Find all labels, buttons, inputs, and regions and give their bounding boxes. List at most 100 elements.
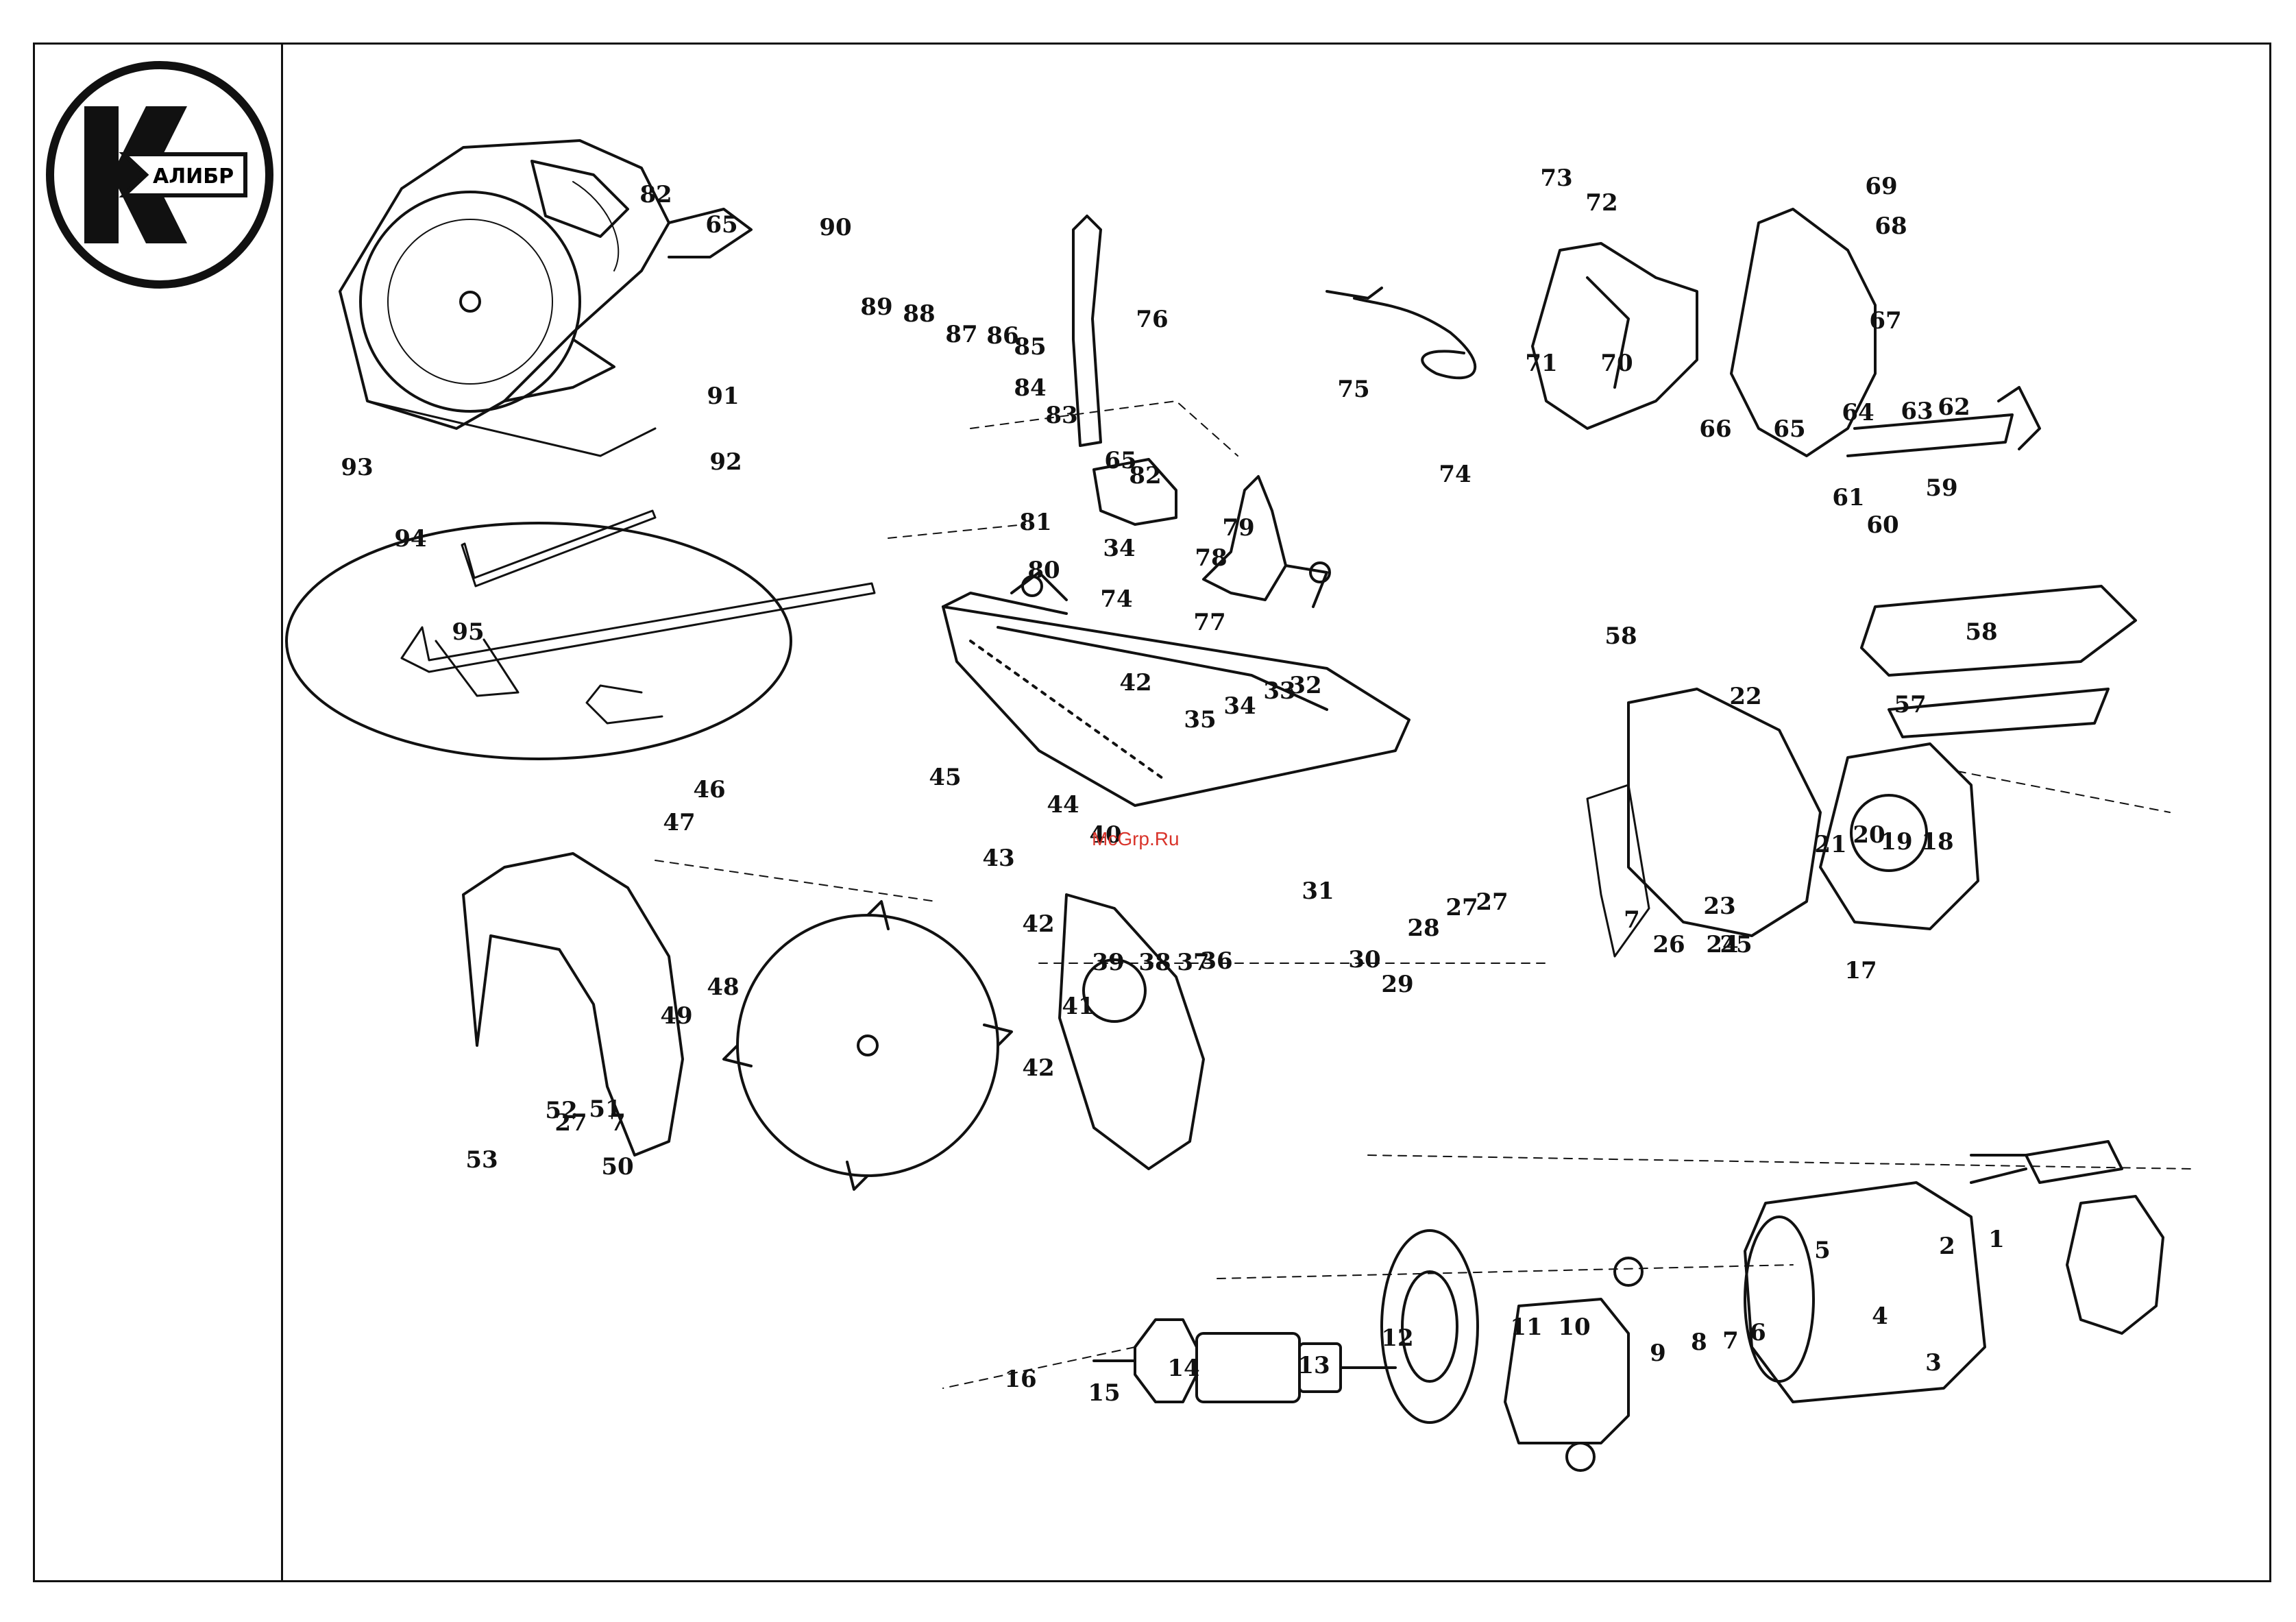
- kalibr-logo: АЛИБР: [46, 61, 273, 289]
- callout-number: 40: [1089, 821, 1121, 849]
- upper-guard-53: [462, 852, 684, 1157]
- callout-number: 83: [1045, 402, 1077, 429]
- callout-number: 39: [1092, 949, 1124, 976]
- callout-number: 88: [903, 300, 935, 328]
- callout-number: 33: [1263, 677, 1295, 705]
- callout-number: 65: [1104, 447, 1136, 474]
- diagram-canvas: 1234567891011121314151617181920212223242…: [71, 139, 2191, 1472]
- stator-12: [1504, 1257, 1644, 1472]
- callout-number: 1: [1988, 1226, 2005, 1253]
- callout-number: 65: [1773, 415, 1805, 443]
- lower-guard-45: [1058, 893, 1205, 1170]
- callout-number: 24: [1706, 931, 1738, 958]
- callout-layer: 1234567891011121314151617181920212223242…: [71, 165, 2005, 1407]
- callout-number: 9: [1650, 1340, 1666, 1367]
- callout-number: 58: [1965, 618, 1997, 646]
- bevel-bracket: [1092, 458, 1331, 608]
- callout-number: 27: [1445, 894, 1478, 921]
- callout-number: 94: [394, 525, 426, 553]
- callout-number: 91: [707, 383, 739, 410]
- watermark: McGrp.Ru: [1092, 828, 1180, 849]
- callout-number: 93: [341, 454, 373, 481]
- callout-number: 7: [1722, 1327, 1739, 1355]
- callout-number: 85: [1014, 333, 1046, 361]
- callout-number: 82: [1129, 462, 1161, 489]
- callout-number: 17: [1844, 957, 1877, 984]
- callout-number: 78: [1195, 544, 1227, 572]
- callout-number: 7: [609, 1109, 626, 1137]
- assembly-lines: [655, 400, 2191, 1389]
- callout-number: 28: [1407, 915, 1439, 942]
- callout-number: 6: [1750, 1319, 1766, 1346]
- callout-number: 8: [1691, 1329, 1707, 1356]
- callout-number: 27: [1476, 888, 1508, 916]
- callout-number: 72: [1585, 189, 1617, 217]
- callout-number: 49: [660, 1002, 692, 1030]
- callout-number: 74: [1439, 461, 1471, 488]
- callout-number: 42: [1022, 910, 1054, 938]
- callout-number: 19: [1880, 828, 1912, 856]
- callout-number: 15: [1088, 1379, 1120, 1407]
- callout-number: 84: [1014, 374, 1046, 402]
- callout-number: 76: [1136, 306, 1168, 333]
- callout-number: 34: [1103, 535, 1135, 562]
- callout-number: 47: [663, 809, 695, 836]
- callout-number: 52: [545, 1097, 577, 1124]
- callout-number: 20: [1853, 821, 1885, 849]
- bearing-plate-13: [1380, 1229, 1479, 1424]
- callout-number: 30: [1348, 946, 1380, 973]
- callout-number: 35: [1184, 706, 1216, 734]
- callout-number: 63: [1901, 398, 1933, 425]
- callout-number: 7: [1624, 906, 1640, 934]
- callout-number: 25: [1720, 931, 1752, 958]
- base-plate: [942, 571, 1410, 807]
- callout-number: 46: [693, 776, 725, 803]
- saw-blade-50: [722, 900, 1013, 1191]
- callout-number: 3: [1925, 1349, 1942, 1377]
- callout-number: 61: [1832, 484, 1864, 511]
- callout-number: 62: [1938, 394, 1970, 421]
- callout-number: 82: [639, 181, 672, 208]
- callout-number: 36: [1200, 947, 1232, 975]
- accessory-kit: [285, 509, 876, 760]
- logo-column: АЛИБР: [35, 45, 283, 1580]
- callout-number: 65: [705, 211, 737, 239]
- callout-number: 32: [1289, 672, 1321, 699]
- callout-number: 86: [986, 322, 1018, 350]
- callout-number: 73: [1540, 165, 1572, 192]
- callout-number: 42: [1119, 669, 1151, 697]
- callout-number: 5: [1814, 1237, 1831, 1264]
- callout-number: 71: [1525, 350, 1557, 377]
- callout-number: 4: [1872, 1303, 1888, 1330]
- callout-number: 59: [1925, 474, 1957, 502]
- callout-number: 75: [1337, 376, 1369, 403]
- callout-number: 51: [589, 1096, 621, 1123]
- armature-16: [1092, 1318, 1397, 1403]
- callout-number: 29: [1381, 971, 1413, 998]
- logo-text: АЛИБР: [153, 165, 234, 189]
- callout-number: 80: [1027, 557, 1060, 584]
- callout-number: 11: [1510, 1314, 1542, 1341]
- callout-number: 79: [1222, 514, 1254, 542]
- callout-number: 10: [1558, 1314, 1590, 1341]
- callout-number: 2: [1939, 1233, 1955, 1260]
- callout-number: 34: [1223, 692, 1256, 720]
- callout-number: 66: [1699, 415, 1731, 443]
- handle-housing: [1531, 208, 2137, 738]
- callout-number: 43: [982, 845, 1014, 872]
- callout-number: 41: [1062, 993, 1094, 1020]
- callout-number: 53: [465, 1146, 498, 1174]
- callout-number: 42: [1022, 1054, 1054, 1082]
- callout-number: 14: [1167, 1355, 1199, 1382]
- callout-number: 13: [1297, 1352, 1330, 1379]
- callout-number: 60: [1866, 511, 1898, 539]
- callout-number: 58: [1604, 622, 1637, 650]
- callout-number: 23: [1703, 893, 1735, 920]
- callout-number: 12: [1381, 1324, 1413, 1352]
- callout-number: 37: [1177, 949, 1209, 976]
- callout-number: 95: [452, 618, 484, 646]
- end-cap-2: [2066, 1195, 2164, 1335]
- callout-number: 44: [1047, 791, 1079, 819]
- callout-number: 90: [819, 214, 851, 241]
